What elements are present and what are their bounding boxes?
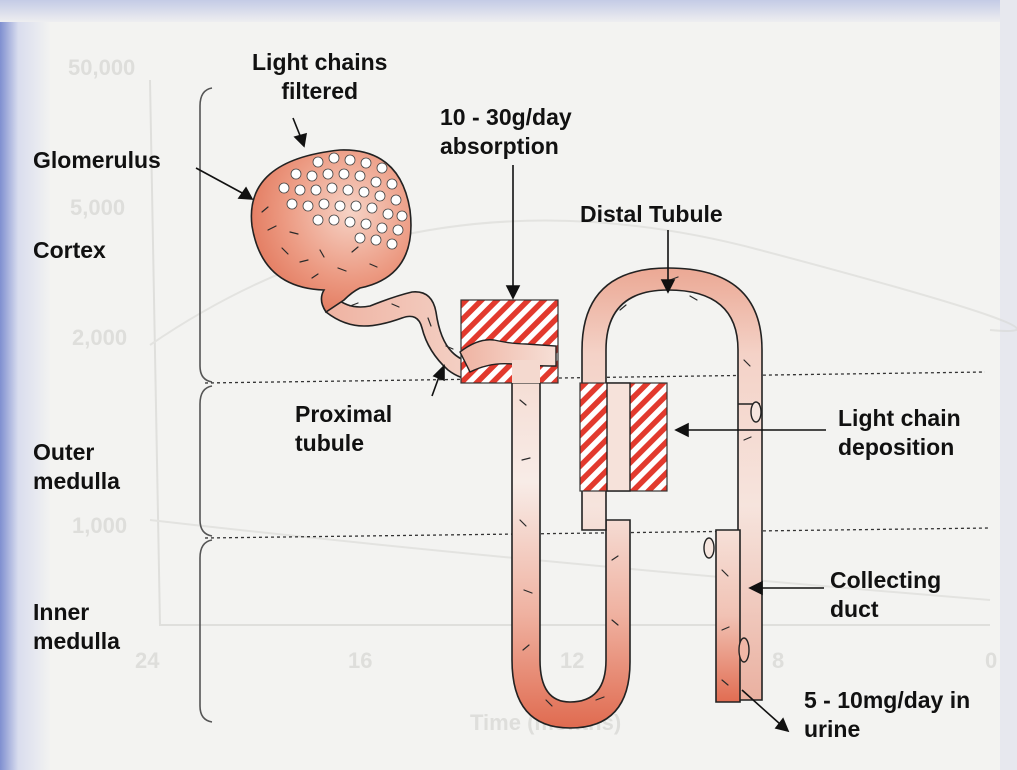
- label-urine-excretion: 5 - 10mg/day in urine: [804, 686, 970, 744]
- faded-y-tick-3: 2,000: [72, 325, 127, 350]
- descending-limb-overlay: [512, 360, 540, 383]
- label-outer-medulla: Outer medulla: [33, 438, 120, 496]
- collecting-duct-tube: [716, 530, 740, 702]
- faded-x-tick-5: 24: [135, 648, 160, 673]
- faded-x-tick-4: 16: [348, 648, 372, 673]
- top-band: [0, 0, 1017, 22]
- faded-x-tick-2: 8: [772, 648, 784, 673]
- label-light-chain-deposition: Light chain deposition: [838, 404, 961, 462]
- faded-y-tick-2: 5,000: [70, 195, 125, 220]
- label-inner-medulla: Inner medulla: [33, 598, 120, 656]
- label-proximal-tubule: Proximal tubule: [295, 400, 392, 458]
- faded-x-tick-3: 12: [560, 648, 584, 673]
- absorption-hatched-block: [461, 300, 558, 383]
- label-distal-tubule: Distal Tubule: [580, 200, 723, 229]
- ascending-limb-overlay: [607, 383, 630, 491]
- faded-x-tick-1: 0: [985, 648, 997, 673]
- label-absorption: 10 - 30g/day absorption: [440, 103, 572, 161]
- label-cortex: Cortex: [33, 236, 106, 265]
- faded-y-tick-4: 1,000: [72, 513, 127, 538]
- label-light-chains-filtered: Light chains filtered: [252, 48, 387, 106]
- faded-y-tick-1: 50,000: [68, 55, 135, 80]
- label-collecting-duct: Collecting duct: [830, 566, 941, 624]
- label-glomerulus: Glomerulus: [33, 146, 161, 175]
- right-edge-band: [1000, 0, 1017, 770]
